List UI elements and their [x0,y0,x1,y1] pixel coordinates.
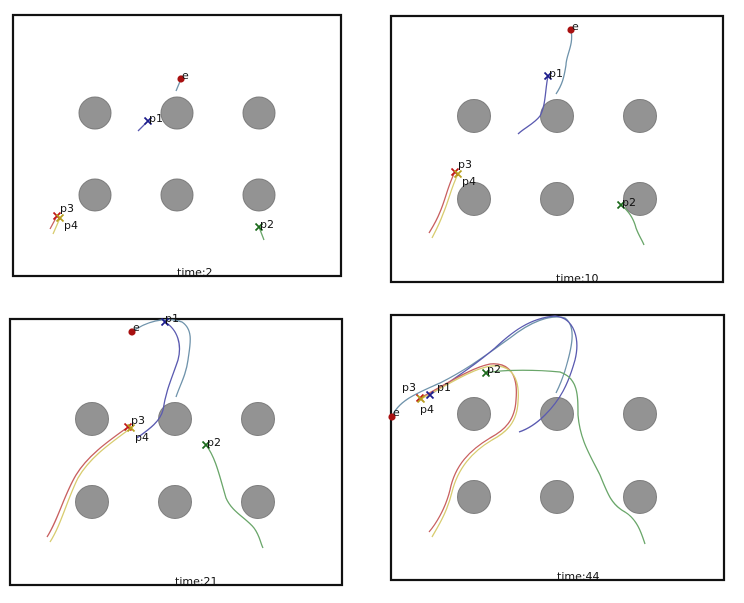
obstacle [457,397,491,431]
obstacle [160,96,194,130]
panel-time-2: e p1 p3 p4 p2 time:2 [11,13,343,279]
evader-label: e [572,20,579,33]
p1-trail [136,321,181,439]
evader-trail [555,29,573,95]
obstacle [457,99,491,133]
p1-trail [517,75,549,135]
obstacle [78,96,112,130]
p1-label: p1 [549,67,563,80]
obstacle [242,178,276,212]
p2-trail [205,444,264,549]
obstacle [75,485,109,519]
time-label: time:2 [177,266,213,279]
evader-trail [391,316,573,418]
panel-time-10: e p1 p3 p4 p2 time:10 [389,14,725,285]
p2-trail [620,204,645,246]
time-label: time:44 [557,570,600,583]
evader-label: e [133,321,140,334]
p4-label: p4 [135,431,149,444]
p3-label: p3 [60,202,74,215]
obstacle [623,182,657,216]
time-label: time:10 [556,272,599,285]
p2-label: p2 [207,436,221,449]
p3-label: p3 [458,158,472,171]
evader-trail [131,318,191,398]
evader-marker [567,26,575,34]
obstacle [623,397,657,431]
p3-trail [46,426,129,538]
obstacle [242,96,276,130]
evader-label: e [182,69,189,82]
p4-label: p4 [462,175,476,188]
p2-label: p2 [487,363,501,376]
p1-label: p1 [437,381,451,394]
obstacle [75,402,109,436]
p4-trail [49,427,132,543]
obstacle [160,178,194,212]
p2-label: p2 [260,218,274,231]
panel-time-44: e p1 p3 p4 p2 time:44 [388,313,726,583]
p2-trail [485,369,646,545]
p3-trail [419,363,518,533]
obstacle [623,480,657,514]
obstacle [158,485,192,519]
p4-trail [420,365,519,538]
evader-marker [128,328,136,336]
obstacles [78,96,276,212]
obstacles [457,99,657,216]
obstacle [78,178,112,212]
obstacle [540,480,574,514]
obstacles [457,397,657,514]
arena-frame [389,313,726,582]
obstacle [241,485,275,519]
time-label: time:21 [175,575,218,588]
evader-marker [388,413,396,421]
p1-trail [429,315,578,433]
p4-trail [431,173,459,239]
obstacle [457,182,491,216]
panel-time-21: e p1 p3 p4 p2 time:21 [8,312,344,588]
p4-label: p4 [420,403,434,416]
arena-frame [8,317,344,587]
evader-label: e [393,406,400,419]
p3-trail [428,171,456,234]
p1-label: p1 [149,112,163,125]
evader-marker [177,75,185,83]
obstacle [623,99,657,133]
p3-label: p3 [131,414,145,427]
arena-frame [389,14,725,284]
p3-label: p3 [402,381,416,394]
obstacle [457,480,491,514]
p2-label: p2 [622,196,636,209]
p4-label: p4 [64,219,78,232]
arena-frame [11,13,343,278]
obstacle [540,182,574,216]
obstacle [241,402,275,436]
obstacles [75,402,275,519]
p2-trail [258,226,265,241]
p4-trail [52,217,61,235]
obstacle [540,99,574,133]
p1-label: p1 [165,312,179,325]
obstacle [540,397,574,431]
